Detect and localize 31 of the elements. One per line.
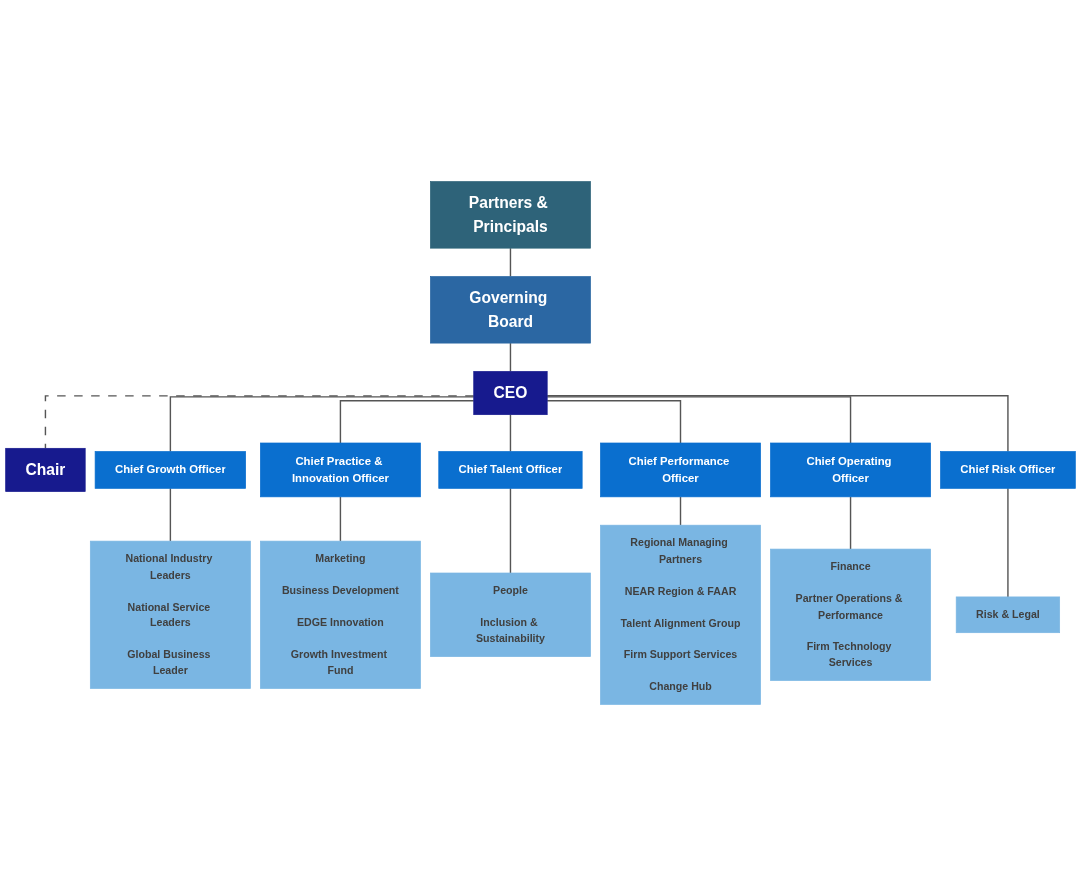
connector: [546, 396, 852, 444]
node-box: Regional Managing Partners NEAR Region & FAAR Talent Alignment Group Firm Support Services Change Hub: [600, 524, 761, 705]
node-box: Chief Performance Officer: [600, 442, 761, 498]
connector: [169, 396, 475, 453]
connector: [546, 395, 1009, 453]
connector: [339, 496, 342, 542]
connector: [509, 487, 512, 574]
connector: [44, 395, 475, 449]
connector: [509, 342, 512, 373]
connector: [169, 487, 172, 542]
node-box: Chair: [5, 447, 86, 492]
node-box: Finance Partner Operations & Performance Firm Technology Services: [770, 548, 931, 681]
node-box: Chief Practice & Innovation Officer: [260, 442, 421, 498]
connector: [546, 400, 682, 444]
connector: [509, 247, 512, 278]
node-box: National Industry Leaders National Service Leaders Global Business Leader: [89, 540, 251, 689]
connector: [1007, 487, 1009, 598]
connector: [679, 496, 682, 526]
node-box: Chief Risk Officer: [940, 451, 1076, 489]
node-box: Partners & Principals: [430, 181, 591, 249]
node-box: Chief Growth Officer: [94, 451, 246, 489]
connector: [849, 496, 852, 550]
connector: [339, 400, 475, 444]
node-box: Chief Operating Officer: [770, 442, 931, 498]
node-box: Risk & Legal: [955, 596, 1060, 634]
node-box: CEO: [473, 371, 548, 415]
node-box: People Inclusion & Sustainability: [430, 572, 591, 657]
connector: [509, 413, 512, 453]
node-box: Marketing Business Development EDGE Innovation Growth Investment Fund: [260, 540, 421, 689]
node-box: Chief Talent Officer: [438, 451, 583, 489]
node-box: Governing Board: [430, 276, 591, 344]
